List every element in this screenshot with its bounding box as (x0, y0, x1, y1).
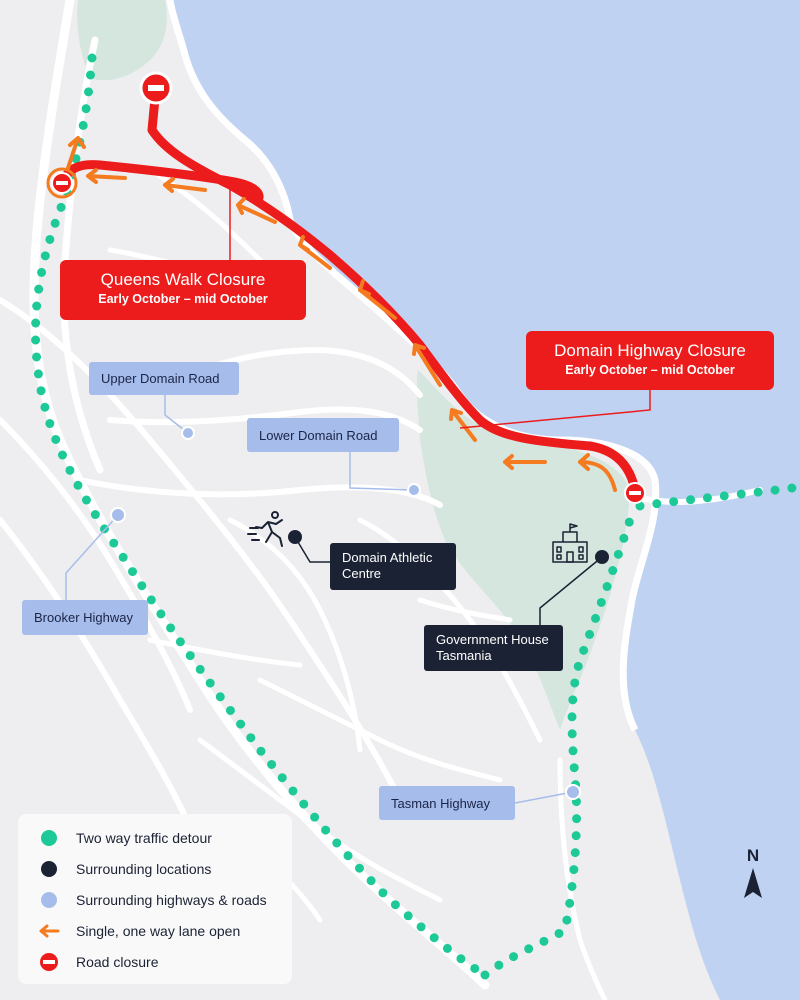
tasman-highway-label: Tasman Highway (379, 786, 515, 820)
legend-label: Single, one way lane open (76, 922, 241, 939)
domain-highway-closure-route (57, 160, 264, 205)
location-dot-icon (41, 860, 57, 877)
no-entry-icon (40, 952, 58, 971)
legend-item-roads: Surrounding highways & roads (36, 884, 292, 915)
location-line: Centre (342, 566, 382, 581)
brooker-highway-marker (110, 507, 126, 523)
lower-domain-road-marker (407, 483, 421, 497)
legend-item-one-way: Single, one way lane open (36, 915, 292, 946)
closure-dates: Early October – mid October (98, 292, 268, 306)
lower-domain-road-label: Lower Domain Road (247, 418, 399, 452)
legend-item-detour: Two way traffic detour (36, 822, 292, 853)
no-entry-icon (51, 172, 73, 194)
road-dot-icon (41, 891, 57, 908)
orange-arrow-icon (39, 924, 60, 937)
brooker-highway-label: Brooker Highway (22, 600, 148, 635)
detour-route (30, 53, 800, 980)
leader-lines (65, 180, 651, 804)
government-house-marker (595, 550, 609, 564)
legend-item-locations: Surrounding locations (36, 853, 292, 884)
location-line: Tasmania (436, 648, 492, 663)
compass-label: N (746, 846, 760, 865)
compass: N (738, 846, 768, 904)
domain-athletic-centre-label: Domain Athletic Centre (330, 543, 456, 590)
park-north (77, 0, 167, 81)
runner-icon (247, 511, 283, 547)
legend-label: Surrounding highways & roads (76, 891, 267, 908)
detour-dot-icon (41, 829, 57, 846)
closure-title: Queens Walk Closure (100, 270, 266, 289)
tasman-highway-marker (565, 784, 581, 800)
legend-label: Two way traffic detour (76, 829, 212, 846)
legend-item-closure: Road closure (36, 946, 292, 977)
closure-title: Domain Highway Closure (554, 341, 746, 360)
location-line: Government House (436, 632, 549, 647)
legend-label: Road closure (76, 953, 159, 970)
closure-dates: Early October – mid October (565, 363, 735, 377)
domain-athletic-centre-marker (288, 530, 302, 544)
one-way-arrows (66, 136, 617, 492)
domain-highway-closure-callout: Domain Highway Closure Early October – m… (526, 331, 774, 390)
government-house-label: Government House Tasmania (424, 625, 563, 671)
north-arrow-icon (744, 868, 762, 898)
no-entry-icon (139, 71, 173, 105)
government-building-icon (552, 523, 588, 563)
no-entry-icon (624, 482, 646, 504)
location-line: Domain Athletic (342, 550, 433, 565)
map-legend: Two way traffic detour Surrounding locat… (18, 814, 292, 984)
upper-domain-road-marker (181, 426, 195, 440)
closure-loop-ring (46, 167, 78, 199)
queens-walk-closure-callout: Queens Walk Closure Early October – mid … (60, 260, 306, 320)
park-domain (416, 370, 630, 730)
upper-domain-road-label: Upper Domain Road (89, 362, 239, 395)
legend-label: Surrounding locations (76, 860, 212, 877)
